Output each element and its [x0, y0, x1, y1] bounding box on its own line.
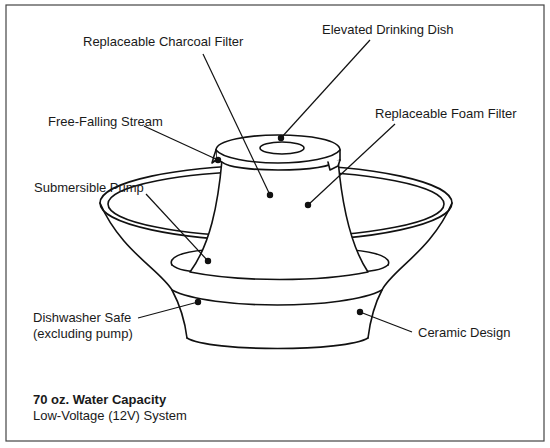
- notch-right: [328, 160, 340, 170]
- part-label: 70 oz. Water Capacity: [33, 392, 166, 408]
- leader-lines: [138, 40, 412, 332]
- leader-dot: [215, 157, 220, 162]
- leader-line: [146, 194, 208, 261]
- drinking-dish: [216, 135, 340, 170]
- leader-line: [360, 312, 412, 332]
- part-label: Submersible Pump: [34, 180, 144, 196]
- leader-line: [308, 124, 395, 205]
- leader-line: [281, 40, 370, 138]
- dish-outlet: [260, 142, 304, 154]
- leader-dot: [205, 258, 210, 263]
- leader-dot: [305, 202, 310, 207]
- bowl-bottom: [187, 338, 368, 349]
- tower-body: [190, 160, 368, 280]
- leader-line: [203, 54, 270, 195]
- frame: [6, 5, 544, 441]
- part-label: Replaceable Charcoal Filter: [83, 34, 243, 50]
- leader-dot: [267, 192, 272, 197]
- part-label: Free-Falling Stream: [48, 114, 163, 130]
- bowl-band: [172, 290, 382, 305]
- leader-dot: [357, 309, 362, 314]
- part-label: Replaceable Foam Filter: [375, 106, 517, 122]
- leader-line: [138, 302, 198, 318]
- part-label: Ceramic Design: [418, 325, 510, 341]
- part-label: Elevated Drinking Dish: [322, 22, 454, 38]
- leader-dot: [278, 135, 283, 140]
- part-label: Dishwasher Safe (excluding pump): [33, 310, 151, 342]
- part-label: Low-Voltage (12V) System: [33, 408, 187, 424]
- filter-tower: [190, 135, 368, 280]
- leader-line: [144, 126, 218, 160]
- leader-dot: [195, 299, 200, 304]
